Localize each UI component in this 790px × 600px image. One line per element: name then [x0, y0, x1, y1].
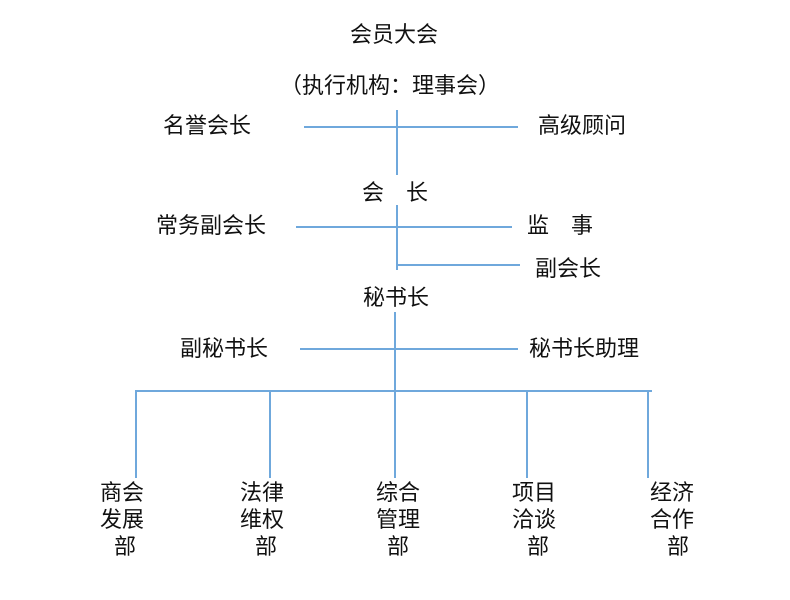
department-line: 部 [526, 535, 549, 560]
members-assembly-label: 会员大会 [350, 23, 439, 48]
senior-advisor-label: 高级顾问 [538, 114, 627, 139]
department-line: 综合 [375, 481, 420, 506]
vice-president-label: 副会长 [535, 257, 602, 282]
department-line: 经济 [649, 481, 694, 506]
department-line: 商会 [99, 481, 144, 506]
honorary-president-label: 名誉会长 [163, 114, 252, 139]
president-label: 会 长 [362, 181, 429, 206]
department-line: 维权 [239, 508, 284, 533]
department-general-management: 综合 管理 部 [372, 480, 424, 561]
department-line: 项目 [511, 481, 556, 506]
department-legal-rights: 法律 维权 部 [236, 480, 288, 561]
supervisor-label: 监 事 [527, 214, 594, 239]
department-line: 合作 [649, 508, 694, 533]
department-line: 管理 [375, 508, 420, 533]
secretary-general-label: 秘书长 [363, 286, 430, 311]
department-line: 部 [386, 535, 409, 560]
department-line: 部 [254, 535, 277, 560]
department-line: 洽谈 [511, 508, 556, 533]
department-project-negotiation: 项目 洽谈 部 [508, 480, 560, 561]
department-line: 发展 [99, 508, 144, 533]
deputy-secretary-general-label: 副秘书长 [180, 337, 269, 362]
department-business-development: 商会 发展 部 [96, 480, 148, 561]
department-economic-cooperation: 经济 合作 部 [646, 480, 698, 561]
department-line: 法律 [239, 481, 284, 506]
executive-body-label: （执行机构：理事会） [280, 74, 501, 99]
department-line: 部 [113, 535, 136, 560]
exec-vice-president-label: 常务副会长 [156, 214, 267, 239]
secretary-general-assistant-label: 秘书长助理 [529, 337, 640, 362]
department-line: 部 [666, 535, 689, 560]
